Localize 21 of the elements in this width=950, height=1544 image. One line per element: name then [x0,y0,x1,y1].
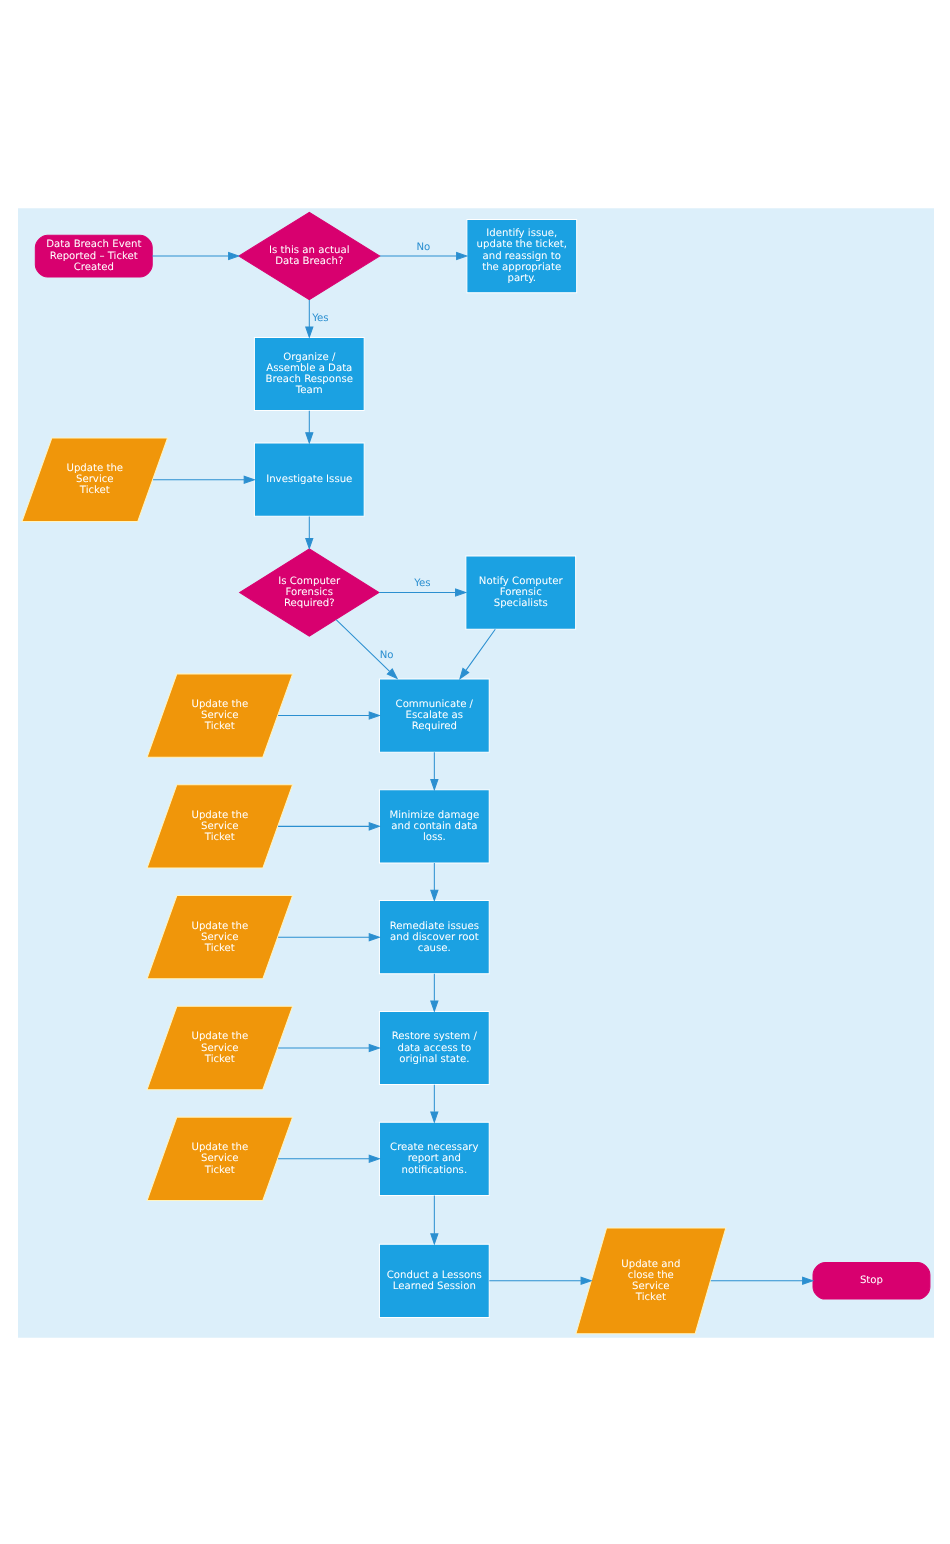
arrow [304,298,313,338]
arrow [429,1083,438,1123]
arrow [276,821,380,830]
arrow [377,587,467,596]
arrow [487,1275,592,1285]
arrow [709,1275,814,1285]
arrow [276,1042,380,1052]
arrow [304,409,313,444]
arrow [429,861,438,901]
arrow [276,931,380,941]
arrow [276,1153,380,1163]
arrow [304,514,313,550]
arrow [378,250,468,260]
arrow [150,250,240,260]
arrow [429,972,438,1012]
arrow [276,710,380,719]
arrow [151,474,255,483]
arrow [429,750,438,791]
arrow [458,627,495,679]
arrow [334,618,398,679]
arrow [429,1193,438,1245]
